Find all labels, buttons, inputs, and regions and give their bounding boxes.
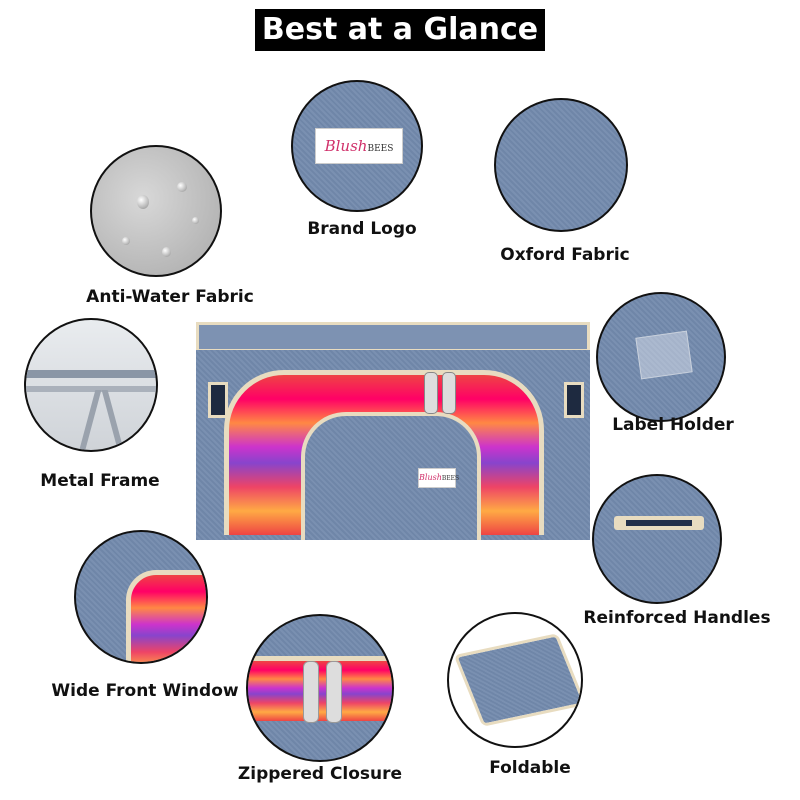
water-drop bbox=[122, 237, 130, 245]
side-handle-left bbox=[208, 382, 228, 418]
zippered-closure-image bbox=[246, 614, 394, 762]
oxford-fabric-image bbox=[494, 98, 628, 232]
feature-label-brand-logo: Brand Logo bbox=[307, 219, 417, 239]
frame-leg bbox=[76, 390, 102, 450]
feature-label-reinforced-handles: Reinforced Handles bbox=[583, 608, 771, 628]
water-drop bbox=[162, 247, 171, 257]
feature-label-foldable: Foldable bbox=[489, 758, 571, 778]
feature-label-metal-frame: Metal Frame bbox=[40, 471, 160, 491]
side-handle-right bbox=[564, 382, 584, 418]
folded-box bbox=[453, 633, 581, 727]
water-drop bbox=[192, 217, 199, 224]
anti-water-fabric-image bbox=[90, 145, 222, 277]
handle-strap bbox=[626, 520, 692, 526]
metal-frame-image bbox=[24, 318, 158, 452]
feature-label-wide-front-window: Wide Front Window bbox=[51, 681, 239, 701]
foldable-image bbox=[447, 612, 583, 748]
frame-bar bbox=[26, 370, 156, 378]
window-pane bbox=[248, 656, 392, 721]
zipper-pull bbox=[303, 661, 319, 723]
feature-label-zippered-closure: Zippered Closure bbox=[237, 764, 403, 784]
feature-label-oxford-fabric: Oxford Fabric bbox=[500, 245, 630, 265]
brand-script-text: Blush bbox=[324, 137, 368, 155]
water-drop bbox=[137, 195, 149, 209]
frame-leg bbox=[101, 390, 127, 450]
clear-label-pocket bbox=[635, 330, 693, 380]
wide-front-window-image bbox=[74, 530, 208, 664]
feature-label-label-holder: Label Holder bbox=[612, 415, 734, 435]
frame-bar bbox=[26, 386, 156, 392]
window-pane bbox=[126, 570, 206, 662]
reinforced-handles-image bbox=[592, 474, 722, 604]
brand-tag: BlushBEES bbox=[315, 128, 403, 164]
product-brand-tag: BlushBEES bbox=[418, 468, 460, 488]
label-holder-image bbox=[596, 292, 726, 422]
zipper-pull bbox=[424, 372, 438, 414]
brand-logo-image: BlushBEES bbox=[291, 80, 423, 212]
brand-caps-text: BEES bbox=[367, 144, 394, 154]
feature-label-anti-water-fabric: Anti-Water Fabric bbox=[86, 287, 254, 307]
box-lid bbox=[196, 322, 590, 352]
page-title: Best at a Glance bbox=[255, 9, 545, 51]
zipper-pull bbox=[326, 661, 342, 723]
storage-box-product-image: BlushBEES bbox=[196, 322, 590, 540]
zipper-pull bbox=[442, 372, 456, 414]
brand-caps-text: BEES bbox=[441, 475, 460, 482]
water-drop bbox=[177, 182, 187, 192]
brand-script-text: Blush bbox=[419, 473, 442, 482]
